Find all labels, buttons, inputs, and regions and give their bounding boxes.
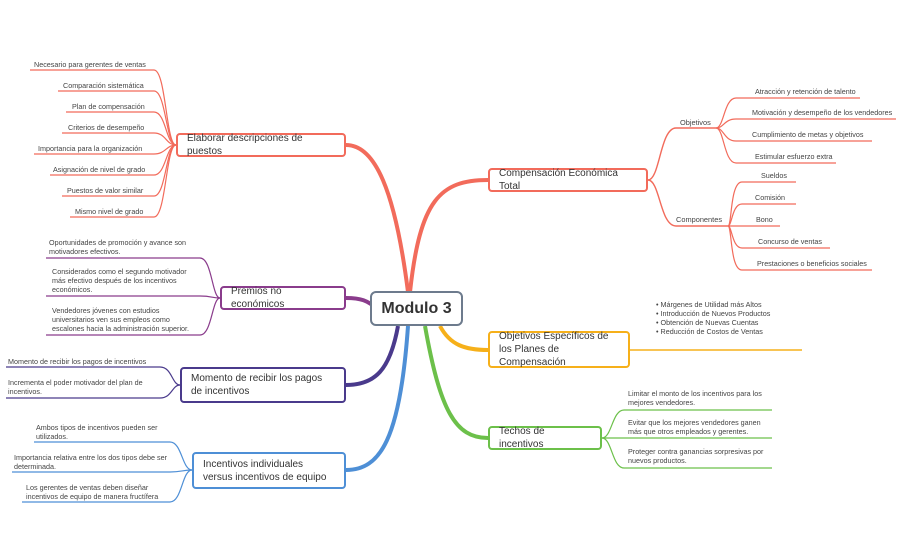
branch-compensacion[interactable]: Compensación Económica Total	[488, 168, 648, 192]
leaf-momento[interactable]: Incrementa el poder motivador del plan d…	[8, 378, 143, 396]
sub-componentes-label[interactable]: Componentes	[676, 215, 723, 224]
leaf-incentivo[interactable]: Los gerentes de ventas deben diseñar inc…	[26, 483, 159, 501]
link-center-techos	[423, 325, 489, 440]
branch-premios[interactable]: Premios no económicos	[220, 286, 346, 310]
branch-descripciones[interactable]: Elaborar descripciones de puestos	[176, 133, 346, 157]
leaf-objetivo[interactable]: Estimular esfuerzo extra	[755, 152, 833, 161]
central-topic[interactable]: Modulo 3	[370, 291, 463, 326]
sub-objetivos-label[interactable]: Objetivos	[680, 118, 711, 127]
link-center-momento	[345, 325, 400, 387]
leaf-descripcion[interactable]: Plan de compensación	[72, 102, 145, 111]
leaf-incentivo[interactable]: Ambos tipos de incentivos pueden ser uti…	[36, 423, 158, 441]
leaf-descripcion[interactable]: Importancia para la organización	[38, 144, 143, 153]
leaf-techo[interactable]: Evitar que los mejores vendedores ganen …	[628, 418, 761, 436]
leaf-premio[interactable]: Considerados como el segundo motivador m…	[52, 267, 187, 294]
leaf-objetivo[interactable]: Motivación y desempeño de los vendedores	[752, 108, 893, 117]
branch-objetivos-especificos[interactable]: Objetivos Específicos de los Planes de C…	[488, 331, 630, 368]
leaf-descripcion[interactable]: Comparación sistemática	[63, 81, 144, 90]
branch-techos[interactable]: Techos de incentivos	[488, 426, 602, 450]
link-center-compensacion	[408, 178, 489, 293]
link-center-objetivos-especificos	[438, 325, 489, 352]
link-center-incentivos	[345, 325, 410, 472]
leaf-techo[interactable]: Proteger contra ganancias sorpresivas po…	[628, 447, 764, 465]
leaf-componente[interactable]: Sueldos	[761, 171, 787, 180]
branch-momento[interactable]: Momento de recibir los pagos de incentiv…	[180, 367, 346, 403]
leaf-componente[interactable]: Comisión	[755, 193, 785, 202]
leaf-componente[interactable]: Concurso de ventas	[758, 237, 822, 246]
leaf-incentivo[interactable]: Importancia relativa entre los dos tipos…	[14, 453, 168, 471]
leaf-techo[interactable]: Limitar el monto de los incentivos para …	[628, 389, 762, 407]
leaf-objetivo[interactable]: Cumplimiento de metas y objetivos	[752, 130, 864, 139]
leaf-componente[interactable]: Prestaciones o beneficios sociales	[757, 259, 867, 268]
leaf-descripcion[interactable]: Mismo nivel de grado	[75, 207, 144, 216]
leaf-premio[interactable]: Oportunidades de promoción y avance son …	[49, 238, 187, 256]
leaf-descripcion[interactable]: Puestos de valor similar	[67, 186, 144, 195]
leaf-objetivos-especificos-text[interactable]: • Márgenes de Utilidad más Altos • Intro…	[656, 300, 771, 336]
leaf-descripcion[interactable]: Criterios de desempeño	[68, 123, 145, 132]
leaf-descripcion[interactable]: Asignación de nivel de grado	[53, 165, 146, 174]
link-center-descripciones	[345, 143, 410, 293]
leaf-componente[interactable]: Bono	[756, 215, 773, 224]
leaf-objetivo[interactable]: Atracción y retención de talento	[755, 87, 856, 96]
leaf-premio[interactable]: Vendedores jóvenes con estudios universi…	[52, 306, 190, 333]
leaf-descripcion[interactable]: Necesario para gerentes de ventas	[34, 60, 146, 69]
leaf-momento[interactable]: Momento de recibir los pagos de incentiv…	[8, 357, 147, 366]
branch-incentivos[interactable]: Incentivos individuales versus incentivo…	[192, 452, 346, 489]
